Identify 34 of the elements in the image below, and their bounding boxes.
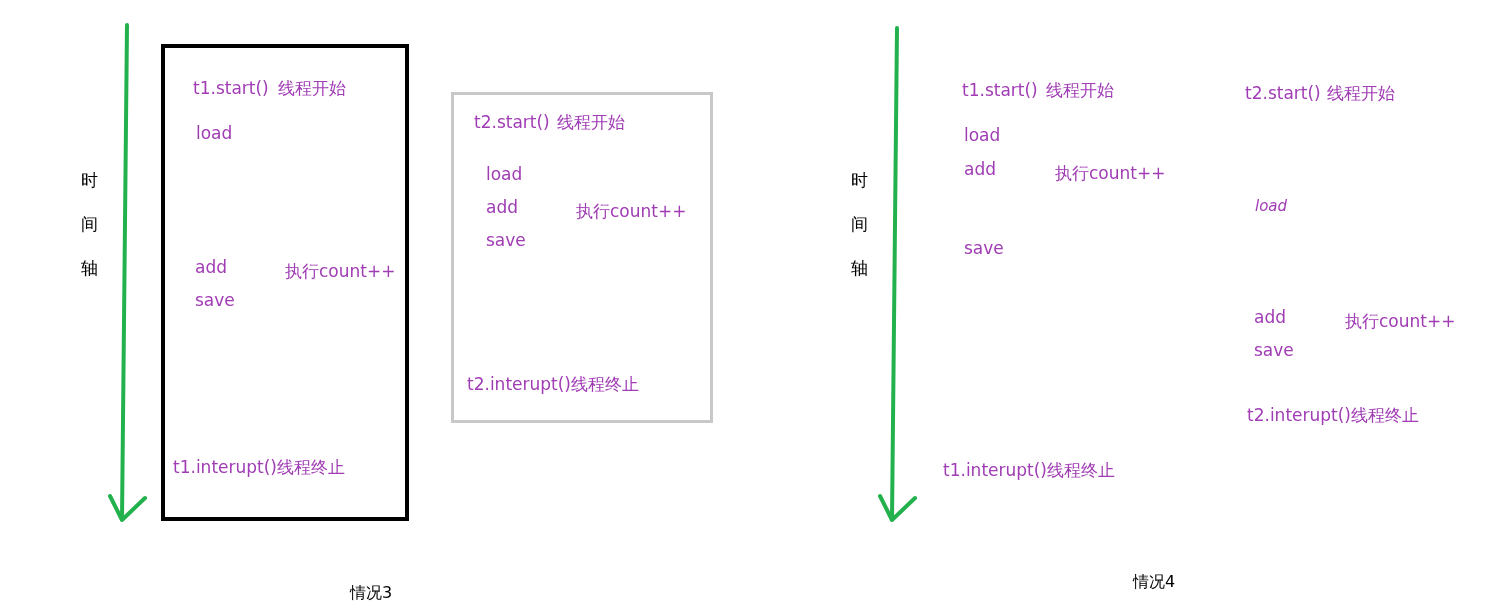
step-label: load xyxy=(1255,196,1288,216)
axis-label: 时间轴 xyxy=(80,158,100,290)
thread-box xyxy=(451,92,713,423)
step-label: save xyxy=(1254,340,1294,360)
step-note: 线程开始 xyxy=(1046,80,1114,100)
step-label: save xyxy=(486,230,526,250)
method-call: t2.interupt()线程终止 xyxy=(467,374,639,394)
step-label: add xyxy=(964,159,996,179)
step-label: load xyxy=(486,164,523,184)
case-caption: 情况4 xyxy=(1133,572,1176,592)
step-label: add xyxy=(486,197,518,217)
step-label: add xyxy=(195,257,227,277)
method-call: t1.start() xyxy=(962,80,1038,100)
step-note: 执行count++ xyxy=(1055,163,1166,183)
thread-box xyxy=(161,44,409,521)
step-label: save xyxy=(964,238,1004,258)
step-label: load xyxy=(196,123,233,143)
method-call: t1.start() xyxy=(193,78,269,98)
step-note: 执行count++ xyxy=(285,261,396,281)
method-call: t1.interupt()线程终止 xyxy=(173,457,345,477)
step-label: save xyxy=(195,290,235,310)
step-label: load xyxy=(964,125,1001,145)
step-label: add xyxy=(1254,307,1286,327)
method-call: t2.start() xyxy=(1245,83,1321,103)
method-call: t2.start() xyxy=(474,112,550,132)
step-note: 执行count++ xyxy=(576,201,687,221)
method-call: t2.interupt()线程终止 xyxy=(1247,405,1419,425)
step-note: 执行count++ xyxy=(1345,311,1456,331)
axis-label: 时间轴 xyxy=(850,158,870,290)
step-note: 线程开始 xyxy=(557,112,625,132)
step-note: 线程开始 xyxy=(1327,83,1395,103)
case-caption: 情况3 xyxy=(350,583,393,603)
method-call: t1.interupt()线程终止 xyxy=(943,460,1115,480)
step-note: 线程开始 xyxy=(278,78,346,98)
